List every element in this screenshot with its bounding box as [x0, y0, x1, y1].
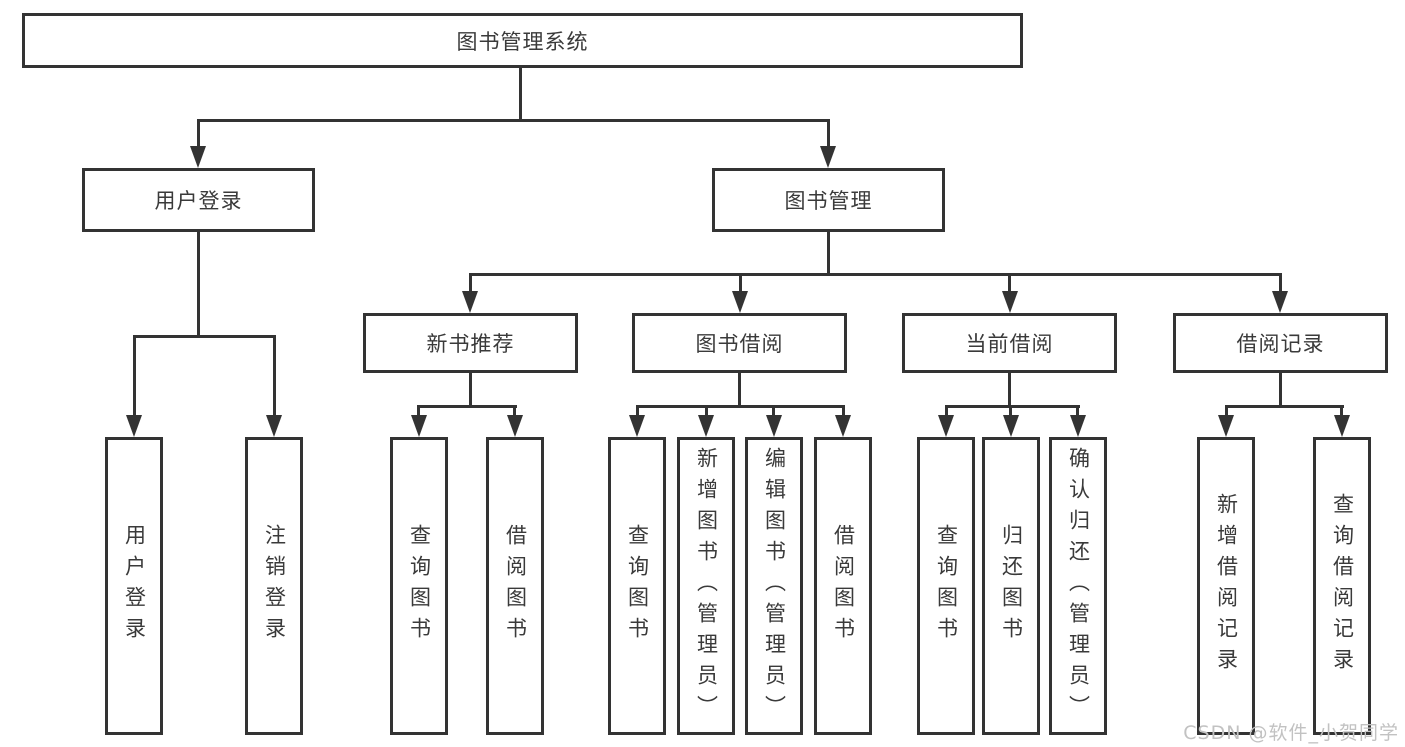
connector-to-leaf-logout [273, 335, 276, 419]
leaf-logout: 注销登录 [245, 437, 303, 735]
connector-root-bar [197, 119, 830, 122]
connector-newbooks-stem [469, 373, 472, 408]
connector-bookborrow-stem [738, 373, 741, 408]
node-root: 图书管理系统 [22, 13, 1023, 68]
connector-leaf-stub [1076, 405, 1079, 419]
connector-currentborrow-stem [1008, 373, 1011, 408]
leaf-currentborrow-return: 归还图书 [982, 437, 1040, 735]
arrowhead-leaf [411, 415, 427, 437]
arrowhead-leaf [1218, 415, 1234, 437]
arrowhead-leaf [1003, 415, 1019, 437]
leaf-newbooks-query-label: 查询图书 [407, 524, 432, 648]
connector-mgmt-bar [469, 273, 1282, 276]
node-new-books: 新书推荐 [363, 313, 578, 373]
arrowhead-leaf [507, 415, 523, 437]
connector-to-leaf-login [133, 335, 136, 419]
leaf-bookborrow-query-label: 查询图书 [625, 524, 650, 648]
connector-leaf-stub [842, 405, 845, 419]
arrowhead-leaf [1334, 415, 1350, 437]
leaf-logout-label: 注销登录 [262, 524, 287, 648]
connector-borrowrecords-stem [1279, 373, 1282, 408]
leaf-bookborrow-add-label: 新增图书（管理员） [694, 446, 719, 726]
node-root-label: 图书管理系统 [456, 29, 589, 54]
leaf-currentborrow-confirm-label: 确认归还（管理员） [1066, 446, 1091, 726]
arrowhead-leaf [766, 415, 782, 437]
csdn-watermark: CSDN @软件_小贺同学 [1183, 722, 1399, 744]
connector-leaf-stub [513, 405, 516, 419]
connector-leaf-stub [417, 405, 420, 419]
leaf-newbooks-query: 查询图书 [390, 437, 448, 735]
connector-leaf-stub [636, 405, 639, 419]
connector-leaf-stub [945, 405, 948, 419]
leaf-currentborrow-query: 查询图书 [917, 437, 975, 735]
leaf-bookborrow-borrow: 借阅图书 [814, 437, 872, 735]
leaf-newbooks-borrow-label: 借阅图书 [503, 524, 528, 648]
connector-to-borrow-records [1279, 273, 1282, 296]
connector-leaf-stub [772, 405, 775, 419]
leaf-bookborrow-query: 查询图书 [608, 437, 666, 735]
node-current-borrow: 当前借阅 [902, 313, 1117, 373]
connector-user-bar [133, 335, 276, 338]
connector-currentborrow-bar [945, 405, 1080, 408]
connector-leaf-stub [1009, 405, 1012, 419]
arrowhead-current-borrow [1002, 291, 1018, 313]
leaf-newbooks-borrow: 借阅图书 [486, 437, 544, 735]
leaf-currentborrow-query-label: 查询图书 [934, 524, 959, 648]
connector-to-book-borrow [739, 273, 742, 296]
arrowhead-leaf [835, 415, 851, 437]
arrowhead-leaf-login [126, 415, 142, 437]
connector-to-user-login [197, 119, 200, 151]
node-book-mgmt-label: 图书管理 [784, 189, 873, 213]
node-borrow-records-label: 借阅记录 [1236, 332, 1325, 356]
connector-bookborrow-bar [636, 405, 845, 408]
arrowhead-leaf [629, 415, 645, 437]
node-user-login: 用户登录 [82, 168, 315, 232]
arrowhead-leaf [1070, 415, 1086, 437]
connector-newbooks-bar [417, 405, 517, 408]
connector-to-current-borrow [1008, 273, 1011, 296]
arrowhead-leaf [938, 415, 954, 437]
connector-leaf-stub [1340, 405, 1343, 419]
arrowhead-user-login [190, 146, 206, 168]
arrowhead-book-borrow [732, 291, 748, 313]
node-book-borrow-label: 图书借阅 [695, 332, 784, 356]
arrowhead-book-mgmt [820, 146, 836, 168]
leaf-user-login-label: 用户登录 [122, 524, 147, 648]
leaf-user-login: 用户登录 [105, 437, 163, 735]
connector-to-book-mgmt [827, 119, 830, 151]
arrowhead-leaf-logout [266, 415, 282, 437]
connector-root-stem [519, 68, 522, 121]
node-book-mgmt: 图书管理 [712, 168, 945, 232]
leaf-bookborrow-add: 新增图书（管理员） [677, 437, 735, 735]
arrowhead-borrow-records [1272, 291, 1288, 313]
leaf-bookborrow-borrow-label: 借阅图书 [831, 524, 856, 648]
node-book-borrow: 图书借阅 [632, 313, 847, 373]
arrowhead-new-books [462, 291, 478, 313]
node-borrow-records: 借阅记录 [1173, 313, 1388, 373]
leaf-currentborrow-confirm: 确认归还（管理员） [1049, 437, 1107, 735]
arrowhead-leaf [698, 415, 714, 437]
connector-leaf-stub [1225, 405, 1228, 419]
connector-leaf-stub [705, 405, 708, 419]
node-current-borrow-label: 当前借阅 [965, 332, 1054, 356]
leaf-records-add-label: 新增借阅记录 [1214, 493, 1239, 679]
leaf-records-add: 新增借阅记录 [1197, 437, 1255, 735]
leaf-records-query: 查询借阅记录 [1313, 437, 1371, 735]
leaf-currentborrow-return-label: 归还图书 [999, 524, 1024, 648]
node-new-books-label: 新书推荐 [426, 332, 515, 356]
connector-to-new-books [469, 273, 472, 296]
connector-mgmt-stem [827, 232, 830, 276]
leaf-bookborrow-edit: 编辑图书（管理员） [745, 437, 803, 735]
connector-borrowrecords-bar [1225, 405, 1344, 408]
node-user-login-label: 用户登录 [154, 189, 243, 213]
connector-user-stem [197, 232, 200, 338]
leaf-records-query-label: 查询借阅记录 [1330, 493, 1355, 679]
leaf-bookborrow-edit-label: 编辑图书（管理员） [762, 446, 787, 726]
